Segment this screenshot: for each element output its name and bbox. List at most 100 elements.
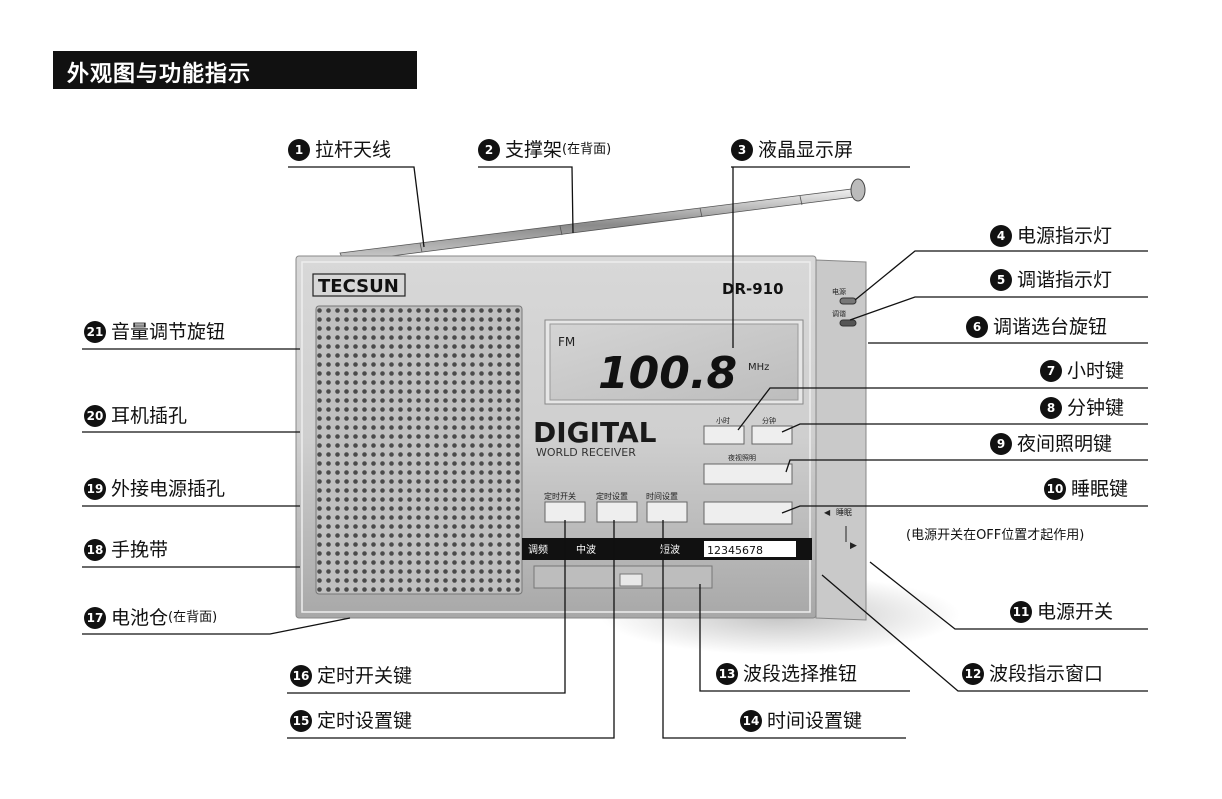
callout-label: 液晶显示屏: [758, 139, 854, 161]
callout-label: 调谐选台旋钮: [993, 316, 1108, 338]
callout-number: 21: [84, 321, 106, 343]
callout-21: 21 音量调节旋钮: [84, 320, 225, 344]
band-sw-numbers: 12345678: [707, 544, 763, 557]
tune-led: [839, 319, 857, 327]
callout-4: 4 电源指示灯: [990, 224, 1112, 248]
callout-label: 波段指示窗口: [989, 663, 1104, 685]
callout-number: 14: [740, 710, 762, 732]
callout-2: 2 支撑架 (在背面): [478, 138, 611, 162]
callout-number: 9: [990, 433, 1012, 455]
callout-1: 1 拉杆天线: [288, 138, 391, 162]
lcd-band-text: FM: [558, 335, 575, 349]
callout-label: 调谐指示灯: [1017, 269, 1113, 291]
callout-10: 10 睡眠键: [1044, 477, 1128, 501]
night-light-button-label: 夜视照明: [728, 453, 756, 462]
svg-text:◀: ◀: [824, 508, 831, 517]
section-title-bar: 外观图与功能指示: [53, 51, 417, 89]
callout-number: 20: [84, 405, 106, 427]
lcd-unit-text: MHz: [748, 362, 769, 373]
hour-button[interactable]: [703, 425, 745, 445]
callout-label: 拉杆天线: [315, 139, 392, 161]
timer-onoff-button-label: 定时开关: [544, 491, 576, 501]
band-fm-label: 调频: [528, 543, 548, 556]
model-label: DR-910: [722, 280, 784, 298]
callout-number: 2: [478, 139, 500, 161]
callout-7: 7 小时键: [1040, 359, 1124, 383]
callout-8: 8 分钟键: [1040, 396, 1124, 420]
callout-number: 13: [716, 663, 738, 685]
callout-number: 4: [990, 225, 1012, 247]
callout-number: 12: [962, 663, 984, 685]
night-light-button[interactable]: [703, 463, 793, 485]
callout-label: 夜间照明键: [1017, 433, 1113, 455]
callout-label: 手挽带: [111, 539, 169, 561]
band-sw-label: 短波: [660, 543, 680, 556]
timer-set-button-label: 定时设置: [596, 491, 628, 501]
power-led: [839, 297, 857, 305]
radio-side-panel: [815, 259, 867, 621]
callout-label: 外接电源插孔: [111, 478, 226, 500]
callout-note: (在背面): [562, 142, 612, 157]
callout-label: 耳机插孔: [111, 405, 188, 427]
callout-label: 睡眠键: [1071, 478, 1129, 500]
svg-text:▶: ▶: [850, 541, 857, 551]
brand-logo: TECSUN: [318, 276, 399, 297]
callout-9: 9 夜间照明键: [990, 432, 1112, 456]
brand-box: [312, 273, 406, 297]
time-set-button[interactable]: [646, 501, 688, 523]
callout-label: 电源开关: [1037, 601, 1114, 623]
timer-onoff-button[interactable]: [544, 501, 586, 523]
callout-note: (在背面): [168, 610, 218, 625]
digital-logo: DIGITAL: [533, 416, 657, 449]
band-selector-knob[interactable]: [619, 573, 643, 587]
callout-number: 11: [1010, 601, 1032, 623]
world-receiver-text: WORLD RECEIVER: [536, 446, 636, 459]
telescopic-antenna: [339, 178, 866, 263]
callout-number: 17: [84, 607, 106, 629]
hour-button-label: 小时: [716, 416, 730, 425]
callout-label: 定时开关键: [317, 665, 413, 687]
callout-number: 8: [1040, 397, 1062, 419]
timer-set-button[interactable]: [596, 501, 638, 523]
callout-17: 17 电池仓 (在背面): [84, 606, 217, 630]
callout-16: 16 定时开关键: [290, 664, 412, 688]
section-title: 外观图与功能指示: [67, 62, 252, 87]
callout-14: 14 时间设置键: [740, 709, 862, 733]
speaker-grille: [315, 305, 523, 595]
callout-12: 12 波段指示窗口: [962, 662, 1103, 686]
minute-button[interactable]: [751, 425, 793, 445]
lcd-screen: [549, 323, 799, 401]
callout-number: 19: [84, 478, 106, 500]
callout-11: 11 电源开关: [1010, 600, 1113, 624]
callout-20: 20 耳机插孔: [84, 404, 187, 428]
callout-label: 支撑架: [505, 139, 563, 161]
band-mw-label: 中波: [576, 543, 596, 556]
callout-number: 7: [1040, 360, 1062, 382]
sleep-button[interactable]: [703, 501, 793, 525]
callout-number: 3: [731, 139, 753, 161]
callout-6: 6 调谐选台旋钮: [966, 315, 1107, 339]
power-led-label: 电源: [832, 287, 846, 296]
leader-lines: [82, 166, 1148, 739]
band-window: [704, 541, 796, 557]
minute-button-label: 分钟: [762, 416, 776, 425]
callout-label: 分钟键: [1067, 397, 1125, 419]
callout-5: 5 调谐指示灯: [990, 268, 1112, 292]
callout-3: 3 液晶显示屏: [731, 138, 853, 162]
callout-number: 18: [84, 539, 106, 561]
callout-label: 小时键: [1067, 360, 1125, 382]
tune-led-label: 调谐: [832, 309, 846, 318]
callout-number: 1: [288, 139, 310, 161]
callout-number: 5: [990, 269, 1012, 291]
callout-19: 19 外接电源插孔: [84, 477, 225, 501]
callout-label: 波段选择推钮: [743, 663, 858, 685]
callout-label: 电源指示灯: [1017, 225, 1113, 247]
callout-number: 6: [966, 316, 988, 338]
callout-label: 时间设置键: [767, 710, 863, 732]
callout-13: 13 波段选择推钮: [716, 662, 857, 686]
sleep-switch-label: 睡眠: [836, 508, 852, 517]
callout-number: 10: [1044, 478, 1066, 500]
time-set-button-label: 时间设置: [646, 491, 678, 501]
callout-18: 18 手挽带: [84, 538, 168, 562]
